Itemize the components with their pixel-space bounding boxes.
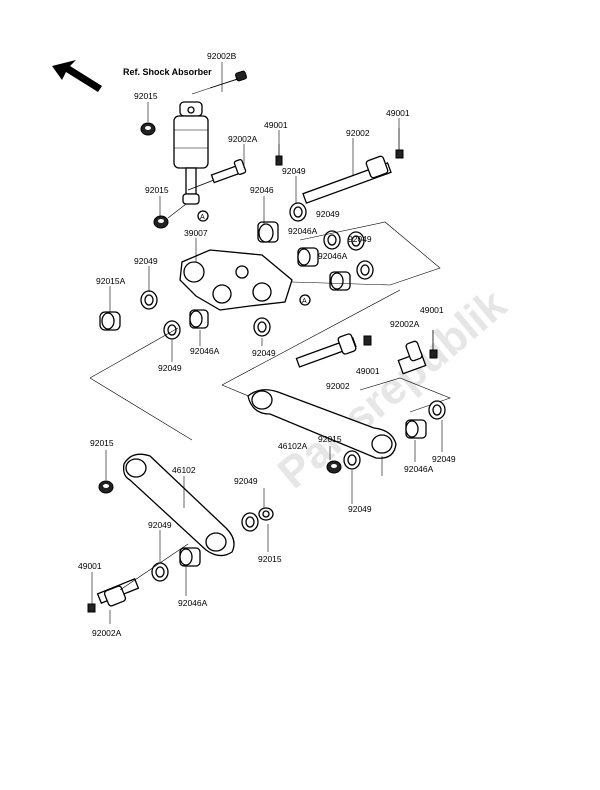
label-92002b: 92002B [207,51,237,61]
label-92049-g: 92049 [432,454,456,464]
nut-92015-d [98,480,114,494]
tie-rod-46102 [122,453,235,557]
label-92049-f: 92049 [252,348,276,358]
seal-92049-e [140,290,158,310]
label-92049-c: 92049 [348,234,372,244]
seal-92049-f [163,320,181,340]
label-92015-top: 92015 [134,91,158,101]
label-92046a-a: 92046A [288,226,318,236]
direction-arrow-icon [52,60,102,92]
label-49001-e: 49001 [78,561,102,571]
bushing-92046a-b [329,271,351,291]
label-92049-i: 92049 [234,476,258,486]
watermark: Partsrepublik [269,279,516,498]
label-92049-a: 92049 [282,166,306,176]
reference-label: Ref. Shock Absorber [123,67,212,77]
label-92049-b: 92049 [316,209,340,219]
label-92002a-mid: 92002A [390,319,420,329]
svg-text:A: A [302,298,307,305]
label-92049-d: 92049 [134,256,158,266]
seal-92049-j [241,512,259,532]
label-92046a-b: 92046A [318,251,348,261]
nut-92015a [99,311,121,331]
grease-nipple-49001-d [363,335,372,346]
marker-a-top: A [197,210,209,222]
grease-nipple-49001-a [275,144,283,166]
label-92015-e: 92015 [258,554,282,564]
label-92015a: 92015A [96,276,126,286]
seal-92049-c [347,231,365,251]
label-92002a-bottom: 92002A [92,628,122,638]
leader-lines [91,62,443,624]
label-92046a-d: 92046A [404,464,434,474]
bolt-92002b [209,70,247,89]
grease-nipple-49001-b [395,128,404,159]
grease-nipple-49001-c [429,330,438,359]
tie-rod-46102a [247,389,397,459]
label-39007: 39007 [184,228,208,238]
label-49001-b: 49001 [386,108,410,118]
label-92046a-c: 92046A [190,346,220,356]
label-92002a-top: 92002A [228,134,258,144]
seal-92049-g [253,317,271,337]
label-92015-d: 92015 [90,438,114,448]
bushing-92046a-e [179,547,201,567]
label-92002-mid: 92002 [326,381,350,391]
bolt-92002a-top [187,158,247,191]
label-92015-b: 92015 [145,185,169,195]
seal-92049-d [356,260,374,280]
label-92015-c: 92015 [318,434,342,444]
bolt-92002a-bottom [87,578,140,613]
bolt-92002-top [302,155,392,204]
svg-text:A: A [200,214,205,221]
marker-a-mid: A [299,294,311,306]
label-92049-j: 92049 [148,520,172,530]
label-46102: 46102 [172,465,196,475]
nut-92015-c [326,460,342,474]
label-49001-d: 49001 [356,366,380,376]
seal-92049-k [151,562,169,582]
label-49001-a: 49001 [264,120,288,130]
label-92049-h: 92049 [348,504,372,514]
bushing-92046 [257,221,279,243]
seal-92049-a [289,202,307,222]
label-92046a-e: 92046A [178,598,208,608]
bushing-92046a-a [297,247,319,267]
label-92002-top: 92002 [346,128,370,138]
seal-92049-h [428,400,446,420]
bolt-92002-mid [295,333,357,368]
label-49001-c: 49001 [420,305,444,315]
label-92049-e: 92049 [158,363,182,373]
shock-absorber [173,77,241,205]
label-46102a: 46102A [278,441,308,451]
nut-92015-top [140,122,156,136]
bushing-92046a-d [405,419,427,439]
label-92046: 92046 [250,185,274,195]
nut-92015-e [258,507,274,521]
seal-92049-b [323,230,341,250]
nut-92015-b [153,215,169,229]
bushing-92046a-c [189,309,209,329]
rocker-arm-39007 [179,249,293,311]
seal-92049-i [343,450,361,470]
bolt-92002a-mid [397,340,427,375]
